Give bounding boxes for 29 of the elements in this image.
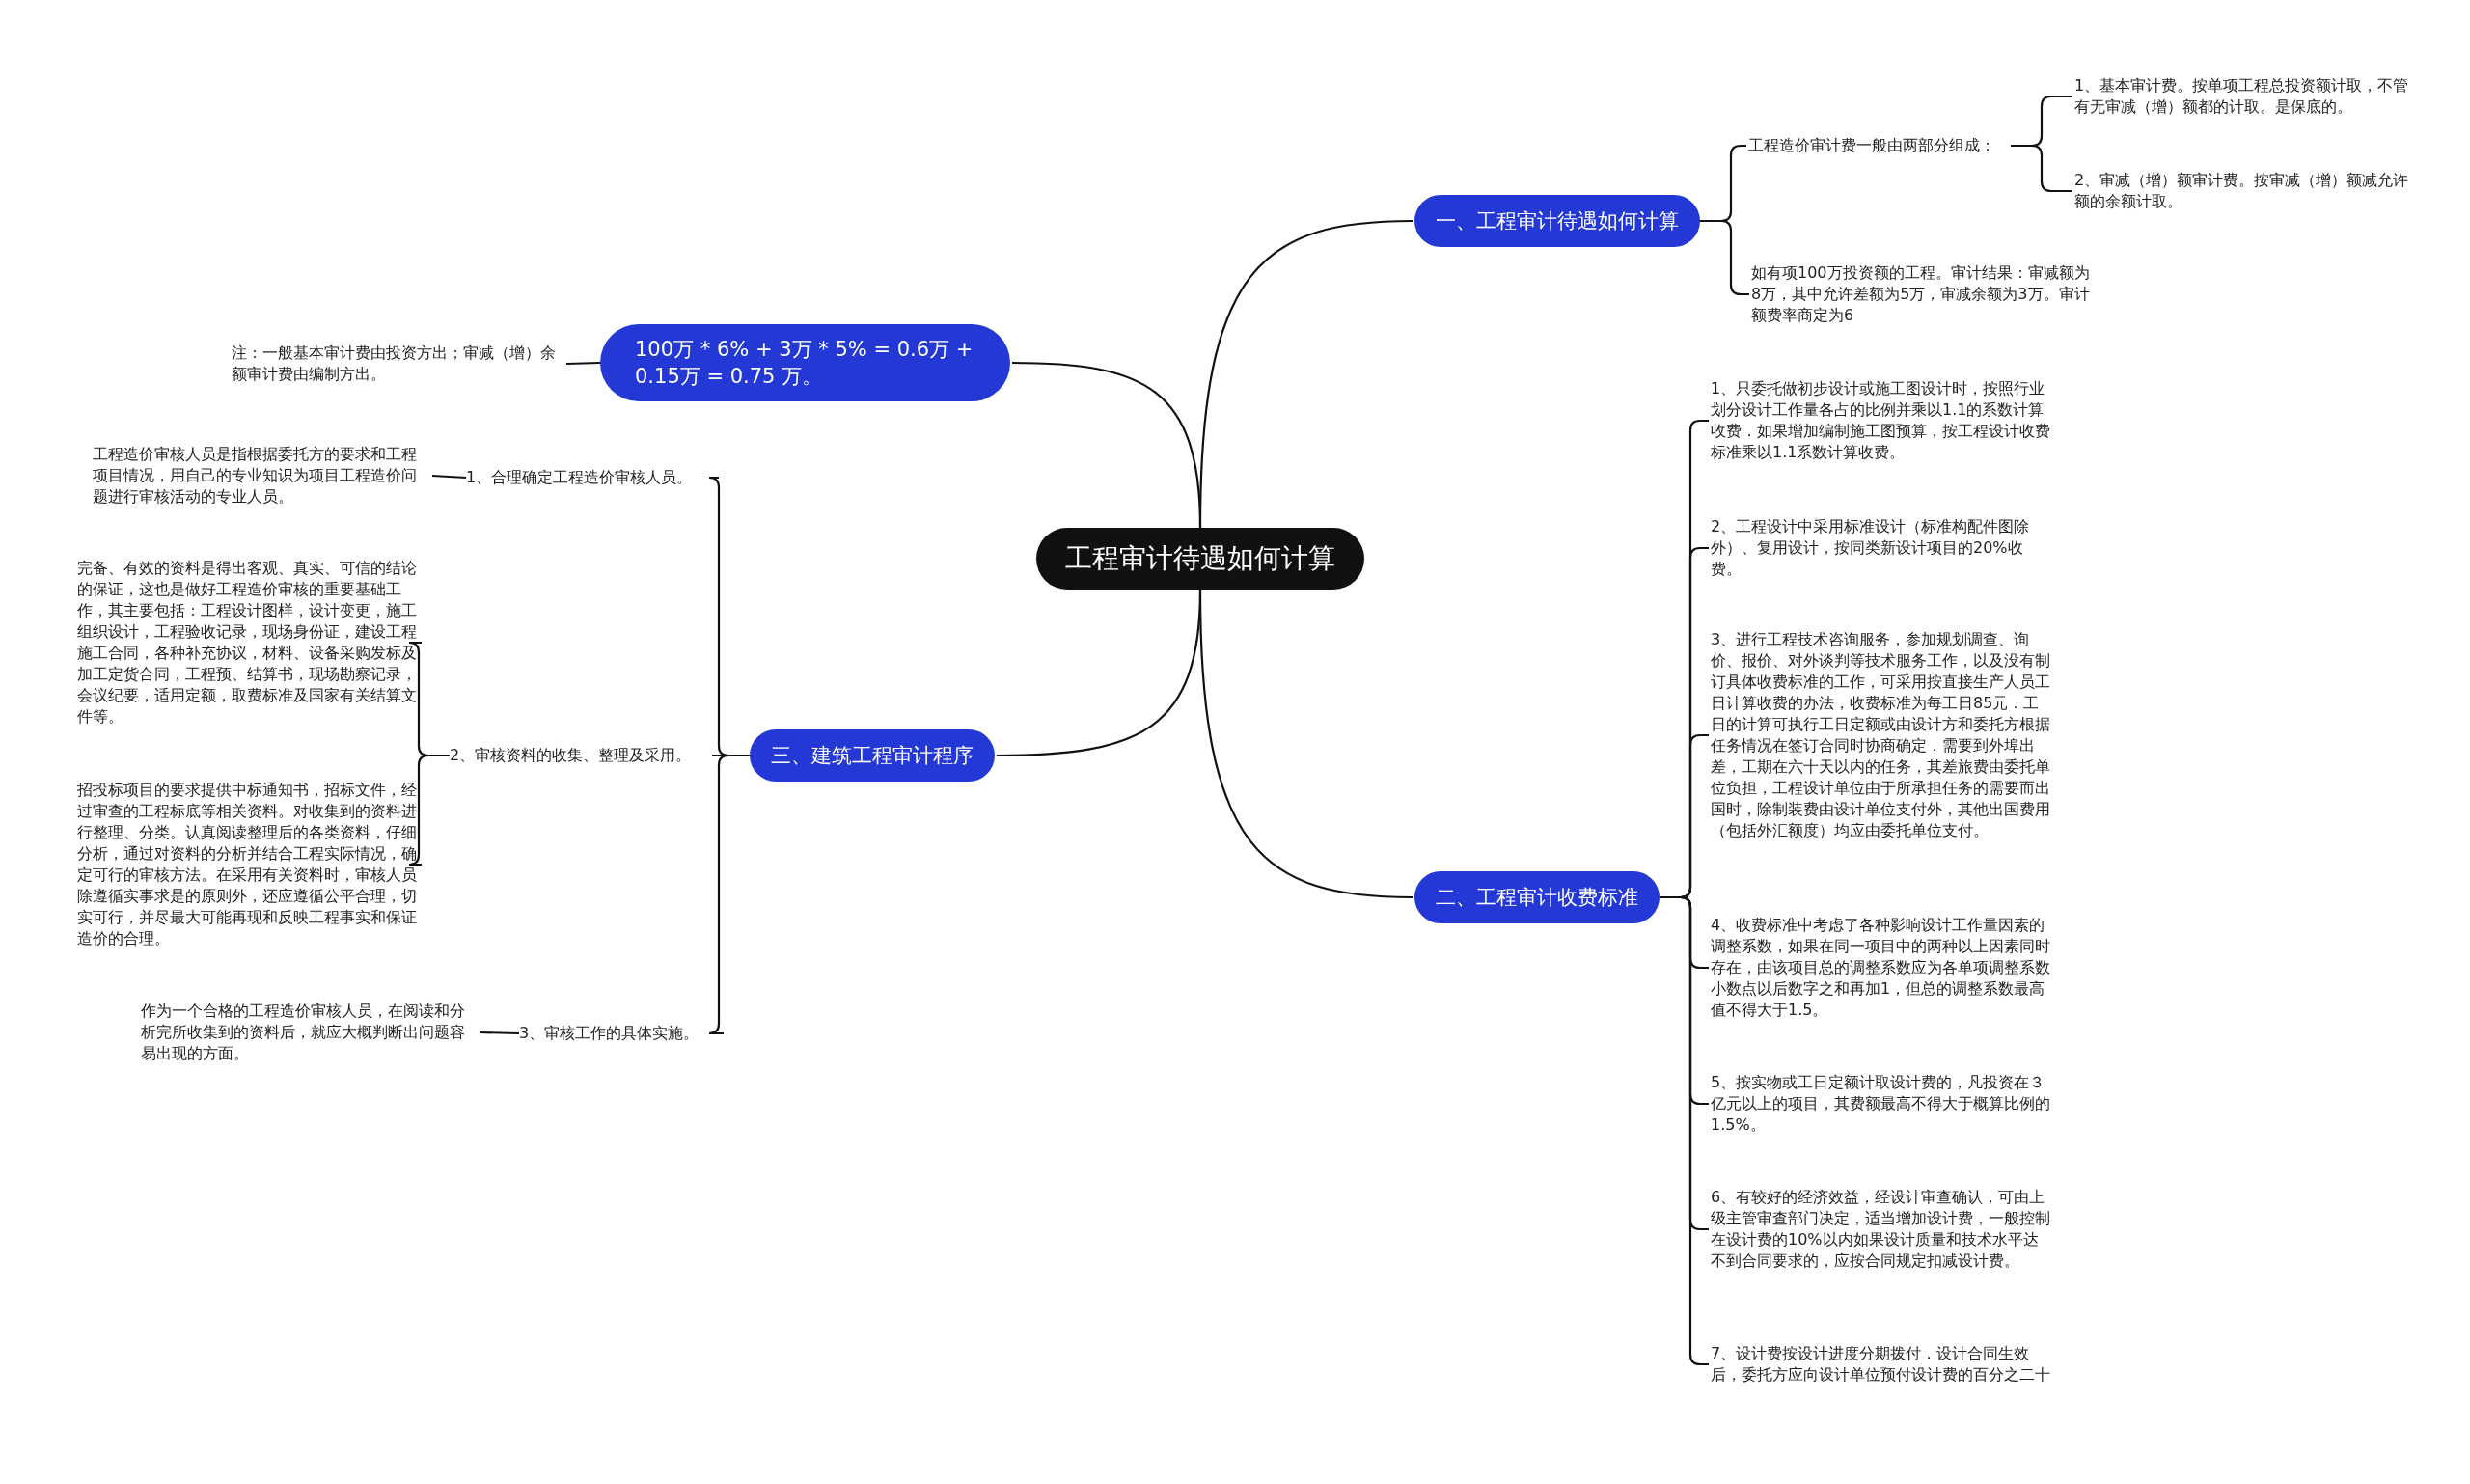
branch-topic: 三、建筑工程审计程序 [750,729,995,782]
topic-text: 注：一般基本审计费由投资方出；审减（增）余额审计费由编制方出。 [232,343,564,385]
topic-text: 1、只委托做初步设计或施工图设计时，按照行业划分设计工作量各占的比例并乘以1.1的系数计算收费．如果增加编制施工图预算，按工程设计收费标准乘以1.1系数计算收费。 [1711,378,2053,463]
topic-text: 作为一个合格的工程造价审核人员，在阅读和分析完所收集到的资料后，就应大概判断出问题容易出现的方面。 [141,1001,479,1064]
connector-line [565,361,601,366]
topic-text: 2、审核资料的收集、整理及采用。 [450,745,710,766]
topic-text: 3、审核工作的具体实施。 [519,1023,722,1044]
topic-text: 1、基本审计费。按单项工程总投资额计取，不管有无审减（增）额都的计取。是保底的。 [2074,75,2412,118]
topic-text: 完备、有效的资料是得出客观、真实、可信的结论的保证，这也是做好工程造价审核的重要基础工作，其主要包括：工程设计图样，设计变更，施工组织设计，工程验收记录，现场身份证，建设工程施工合同，各种补充协议，材料、设备采购发标及加工定货合同，工程预、结算书，现场勘察记录，会议纪要，适用定额，取费标准及国家有关结算文件等。 [77,558,420,728]
branch-topic: 一、工程审计待遇如何计算 [1414,195,1700,247]
topic-text: 5、按实物或工日定额计取设计费的，凡投资在３亿元以上的项目，其费额最高不得大于概算比例的1.5%。 [1711,1072,2053,1136]
topic-text: 工程造价审核人员是指根据委托方的要求和工程项目情况，用自己的专业知识为项目工程造价问题进行审核活动的专业人员。 [93,444,430,508]
central-topic: 工程审计待遇如何计算 [1036,528,1364,590]
topic-text: 工程造价审计费一般由两部分组成： [1748,135,2011,156]
connector-line [1011,361,1202,529]
topic-text: 如有项100万投资额的工程。审计结果：审减额为8万，其中允许差额为5万，审减余额为3万。审计额费率商定为6 [1751,262,2099,326]
topic-text: 6、有较好的经济效益，经设计审查确认，可由上级主管审查部门决定，适当增加设计费，一般控制在设计费的10%以内如果设计质量和技术水平达不到合同要求的，应按合同规定扣减设计费。 [1711,1187,2053,1272]
connector-line [1198,589,1413,899]
topic-text: 招投标项目的要求提供中标通知书，招标文件，经过审查的工程标底等相关资料。对收集到的资料进行整理、分类。认真阅读整理后的各类资料，仔细分析，通过对资料的分析并结合工程实际情况，确定可行的审核方法。在采用有关资料时，审核人员除遵循实事求是的原则外，还应遵循公平合理，切实可行，并尽最大可能再现和反映工程事实和保证造价的合理。 [77,780,420,949]
branch-topic: 二、工程审计收费标准 [1414,871,1660,923]
topic-text: 2、审减（增）额审计费。按审减（增）额减允许额的余额计取。 [2074,170,2412,212]
connector-line [431,474,467,480]
topic-text: 3、进行工程技术咨询服务，参加规划调查、询价、报价、对外谈判等技术服务工作，以及没有制订具体收费标准的工作，可采用按直接生产人员工日计算收费的办法，收费标准为每工日85元．工日的计算可执行工日定额或由设计方和委托方根据任务情况在签订合同时协商确定．需要到外埠出差，工期在六十天以内的任务，其差旅费由委托单位负担，工程设计单位由于所承担任务的需要而出国时，除制装费由设计单位支付外，其他出国费用（包括外汇额度）均应由委托单位支付。 [1711,629,2053,841]
formula-topic: 100万 * 6% + 3万 * 5% = 0.6万 + 0.15万 = 0.75 万。 [600,324,1010,401]
topic-text: 2、工程设计中采用标准设计（标准构配件图除外）、复用设计，按同类新设计项目的20%收费。 [1711,516,2053,580]
topic-text: 4、收费标准中考虑了各种影响设计工作量因素的调整系数，如果在同一项目中的两种以上因素同时存在，由该项目总的调整系数应为各单项调整系数小数点以后数字之和再加1，但总的调整系数最高值不得大于1.5。 [1711,915,2053,1021]
topic-text: 1、合理确定工程造价审核人员。 [466,467,717,488]
connector-line [480,1031,520,1035]
topic-text: 7、设计费按设计进度分期拨付．设计合同生效后，委托方应向设计单位预付设计费的百分之二十 [1711,1343,2053,1386]
